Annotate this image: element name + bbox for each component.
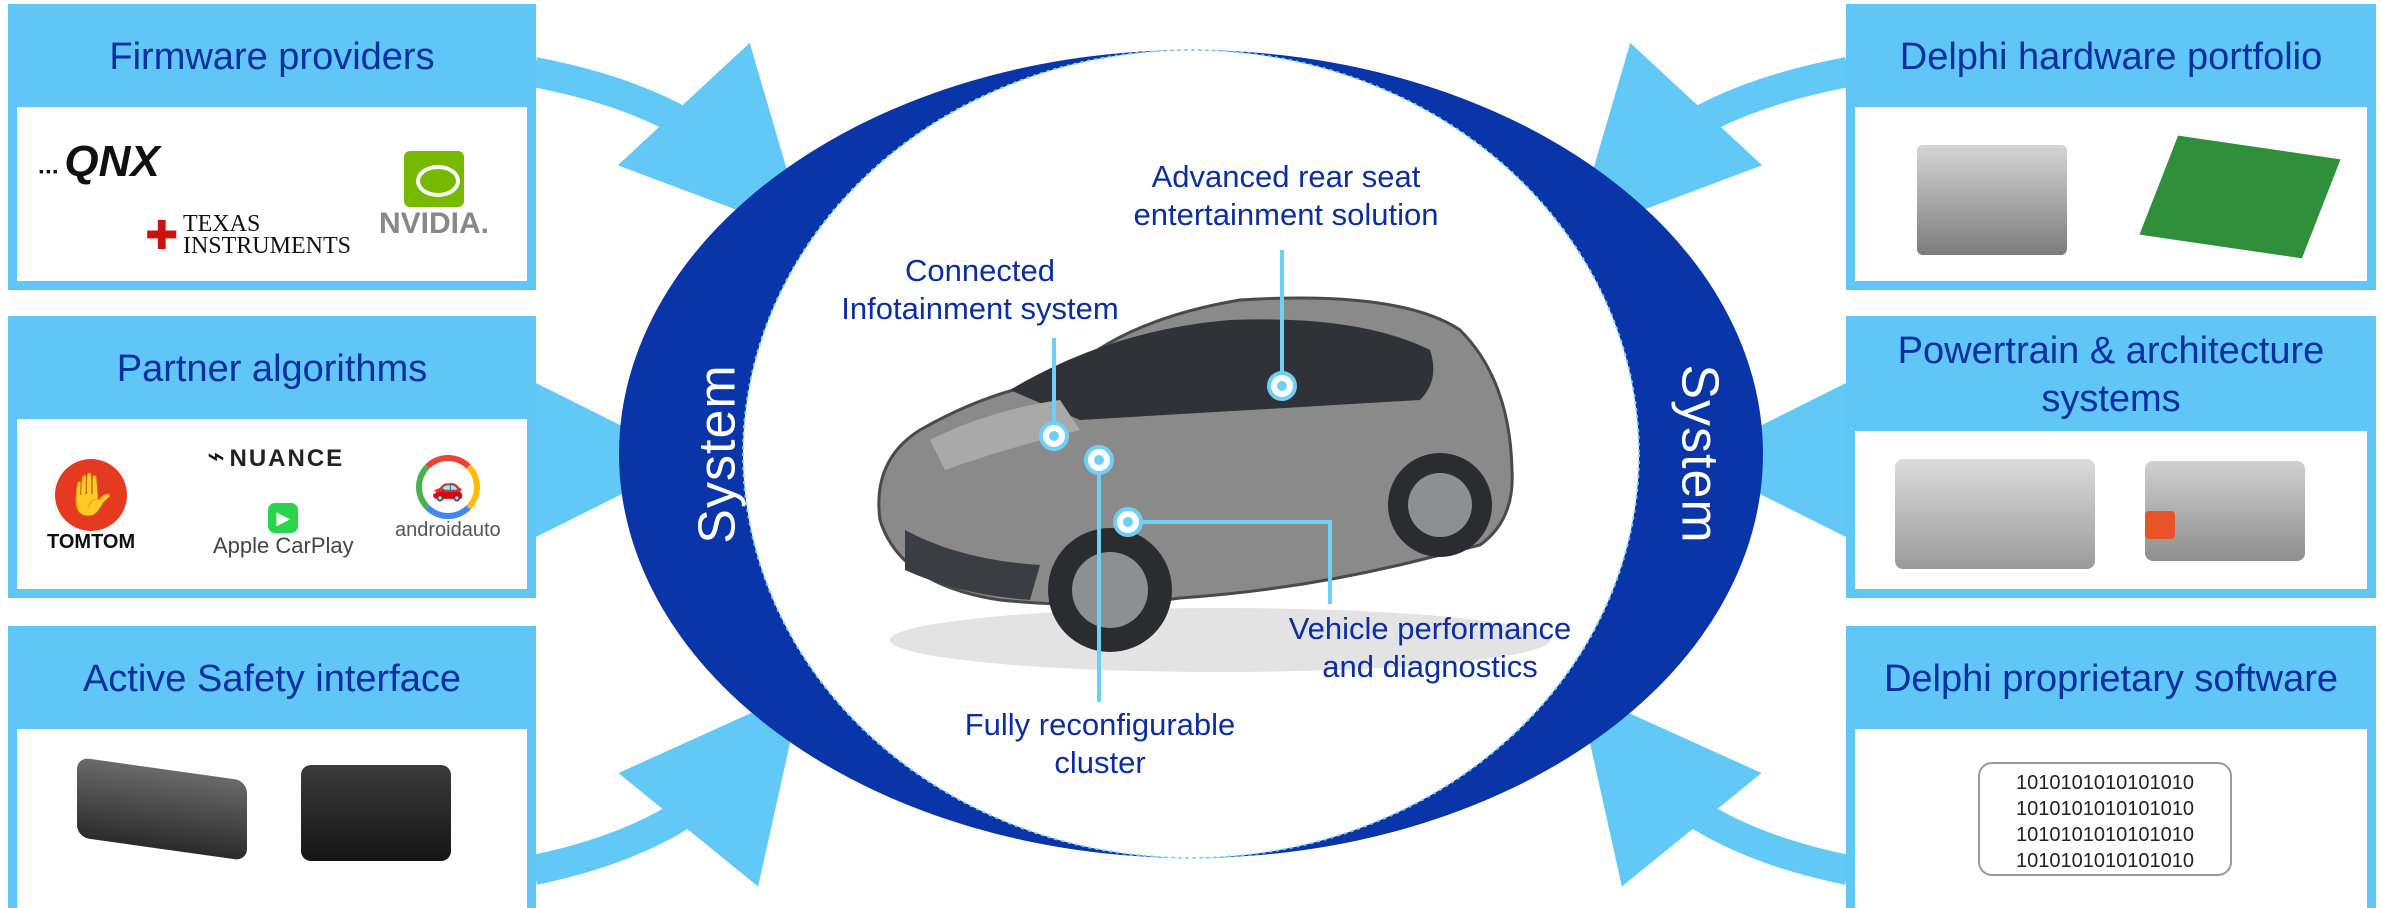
nuance-logo: ⌁ NUANCE (207, 440, 345, 473)
control-module-image (1895, 459, 2095, 569)
radio-unit-image (1917, 145, 2067, 255)
box-title: Firmware providers (109, 36, 435, 78)
box-title: Delphi proprietary software (1883, 658, 2339, 700)
arrow-software (1578, 690, 1851, 887)
arrow-hardware (1573, 42, 1851, 236)
callout-pins (1039, 371, 1297, 537)
system-label-right: System (1670, 364, 1729, 544)
box-title: Powertrain & architecture systems (1897, 330, 2325, 420)
apple-carplay-logo: ▶ Apple CarPlay (213, 503, 354, 559)
delphi-hardware-box: Delphi hardware portfolio (1846, 4, 2376, 290)
callout-rear-seat-entertainment: Advanced rear seat entertainment solutio… (1133, 159, 1439, 232)
radar-sensor-image (77, 757, 247, 861)
android-auto-logo: 🚗 androidauto (395, 455, 501, 542)
callout-vehicle-performance: Vehicle performance and diagnostics (1288, 611, 1572, 684)
binary-code-panel: 1010101010101010 1010101010101010 101010… (1978, 762, 2232, 876)
callout-connected-infotainment: Connected Infotainment system (841, 253, 1119, 326)
system-label-left: System (688, 364, 747, 544)
tomtom-logo: ✋ TOMTOM (47, 459, 135, 554)
nvidia-logo: NVIDIA. (379, 151, 489, 241)
partner-algorithms-box: Partner algorithms ✋ TOMTOM ⌁ NUANCE ▶ A… (8, 316, 536, 598)
box-title: Partner algorithms (116, 348, 428, 390)
box-title: Active Safety interface (82, 658, 462, 700)
arrow-safety (530, 690, 802, 887)
circuit-board-image (2139, 135, 2341, 259)
active-safety-box: Active Safety interface (8, 626, 536, 908)
box-title: Delphi hardware portfolio (1899, 36, 2323, 78)
callout-reconfigurable-cluster: Fully reconfigurable cluster (964, 707, 1236, 780)
qnx-logo: ▪▪▪ QNX (39, 137, 160, 186)
arrow-firmware (531, 42, 807, 236)
camera-sensor-image (301, 765, 451, 861)
powertrain-architecture-box: Powertrain & architecture systems (1846, 316, 2376, 598)
